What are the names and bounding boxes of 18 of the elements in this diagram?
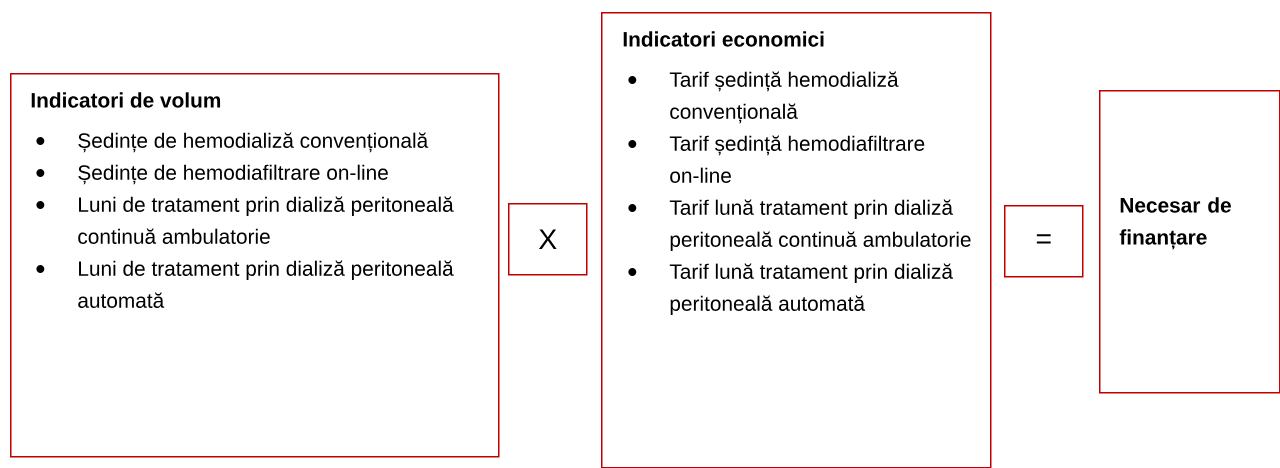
- box-heading: Indicatori economici: [623, 31, 824, 47]
- box-heading: Indicatori de volum: [31, 92, 221, 108]
- bullet-item: Tarif ședință hemodializă convențională: [628, 71, 899, 124]
- bullet-item: Luni de tratament prin dializă peritoneală continuă ambulatorie: [36, 196, 454, 244]
- bullet-item: Ședințe de hemodiafiltrare on-line: [36, 164, 388, 185]
- operator-box: [508, 203, 588, 276]
- operator-label: X: [538, 229, 557, 249]
- result-box: [1099, 90, 1280, 394]
- operator-box: [1004, 205, 1084, 278]
- bullet-item: Ședințe de hemodializă convențională: [36, 132, 429, 153]
- bullet-item: Tarif lună tratament prin dializă peritoneală automată: [628, 263, 953, 316]
- operator-label: =: [1036, 234, 1051, 244]
- text-box: [601, 12, 992, 468]
- text-box: [10, 73, 500, 458]
- bullet-item: Luni de tratament prin dializă peritoneală automată: [36, 260, 454, 308]
- bullet-item: Tarif lună tratament prin dializă peritoneală continuă ambulatorie: [628, 199, 971, 252]
- bullet-item: Tarif ședință hemodiafiltrare on-line: [628, 135, 925, 183]
- result-label: Necesar de finanțare: [1119, 197, 1231, 250]
